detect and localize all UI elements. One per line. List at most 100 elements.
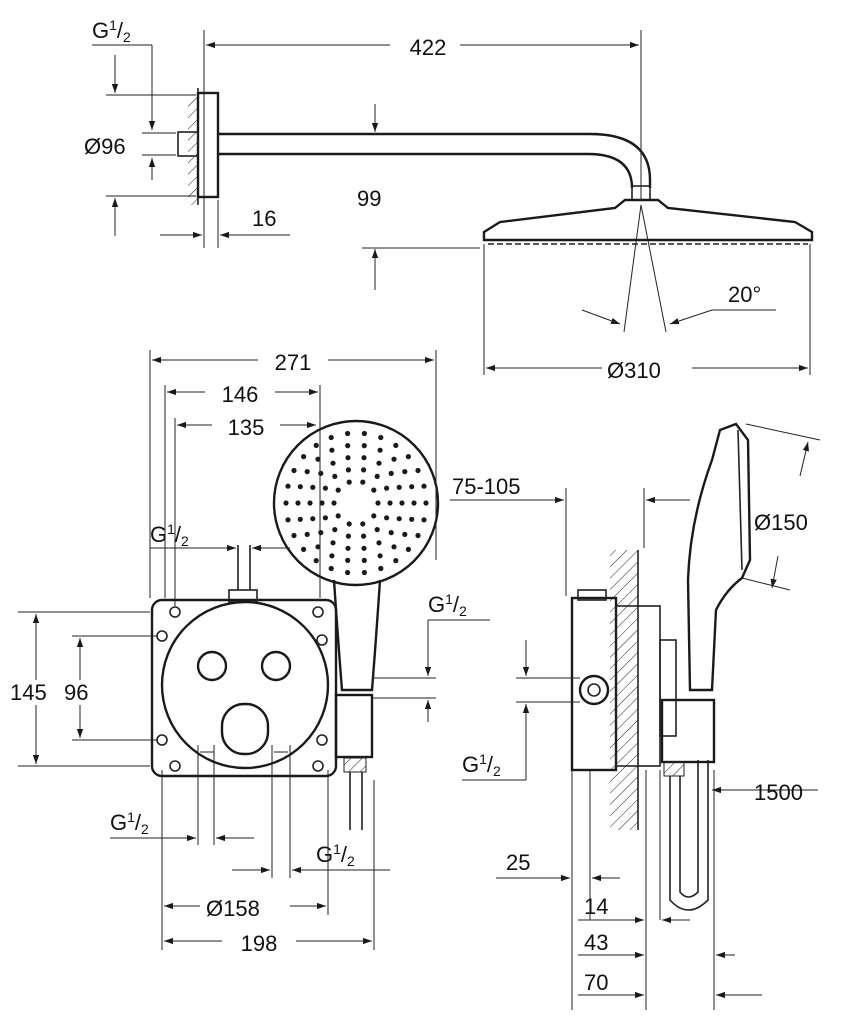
overhead-shower-view: 422 G1/2 Ø96 16 99 20° Ø310: [84, 17, 814, 383]
nozzle: [329, 447, 335, 453]
nozzle: [345, 557, 351, 564]
thread-label-bottom-right: G1/2: [316, 841, 355, 869]
nozzle: [345, 545, 351, 551]
nozzle: [313, 442, 319, 448]
thread-num: 1: [109, 17, 117, 33]
dim-271-label: 271: [275, 350, 312, 375]
dim-43-label: 43: [584, 930, 608, 955]
nozzle: [331, 500, 337, 506]
nozzle: [322, 485, 328, 491]
nozzle: [396, 516, 402, 522]
shower-head: [482, 198, 814, 242]
nozzle: [345, 467, 351, 473]
nozzle: [335, 487, 341, 493]
dim-70-label: 70: [584, 970, 608, 995]
nozzle: [335, 513, 341, 519]
temperature-knob: [220, 702, 270, 756]
spray-line-right: [640, 204, 667, 333]
nozzle: [377, 553, 383, 559]
installation-box: [150, 598, 338, 778]
dim-150-arrow-bottom: [770, 555, 779, 589]
dim-96-label: Ø96: [84, 134, 126, 159]
nozzle: [315, 544, 321, 550]
nozzle: [384, 515, 390, 521]
side-elbow: [660, 698, 716, 764]
side-hand-shower: [686, 422, 752, 692]
nozzle: [423, 500, 429, 506]
nozzle: [319, 500, 325, 506]
nozzle: [361, 533, 367, 539]
dim-150-arrow-top: [799, 441, 810, 477]
nozzle: [415, 532, 421, 539]
dim-99-label: 99: [357, 186, 381, 211]
dim-96f-label: 96: [64, 680, 88, 705]
dim-1500-label: 1500: [754, 780, 803, 805]
nozzle: [345, 455, 351, 461]
wall-flange: [196, 91, 220, 199]
nozzle: [378, 434, 384, 441]
shower-arm-bottom: [218, 152, 634, 189]
nozzle: [346, 479, 352, 485]
nozzle: [332, 527, 338, 533]
nozzle: [387, 500, 393, 506]
nozzle: [318, 470, 324, 476]
side-valve: [578, 674, 610, 706]
button-right: [260, 650, 292, 682]
nozzle: [301, 546, 307, 553]
nozzle: [345, 533, 351, 539]
nozzle: [328, 434, 334, 441]
nozzle: [371, 513, 377, 519]
thread-label-top: G1/2: [92, 17, 131, 45]
dim-310-label: Ø310: [607, 358, 661, 383]
ext-150-top: [745, 423, 821, 441]
nozzle: [330, 540, 336, 546]
nozzle: [297, 516, 303, 522]
nozzle: [361, 569, 367, 576]
nozzle: [313, 558, 319, 564]
side-hose-outer: [669, 760, 709, 911]
nozzle: [409, 516, 415, 522]
nozzle: [301, 454, 307, 460]
nozzle: [360, 479, 366, 485]
side-view: Ø150 75-105 G1/2 1500 25 14 43: [450, 422, 821, 1010]
nozzle: [310, 484, 316, 490]
nozzle: [402, 531, 408, 538]
nozzle: [291, 467, 297, 474]
dim-75-label: 75-105: [452, 474, 521, 499]
nozzle: [393, 558, 399, 564]
nozzle: [361, 545, 367, 551]
nozzle: [421, 517, 427, 523]
nozzle: [297, 484, 303, 490]
side-wall-hatch: [610, 550, 638, 830]
nozzle: [391, 544, 397, 550]
nozzle: [378, 565, 384, 572]
thread-g: G: [92, 18, 109, 43]
nozzle: [375, 500, 381, 506]
nozzle: [361, 455, 367, 461]
nozzle: [376, 460, 382, 466]
nozzle: [315, 456, 321, 462]
nozzle: [374, 473, 380, 479]
nozzle: [361, 443, 367, 449]
dim-198-label: 198: [241, 931, 278, 956]
spray-nozzles: [283, 430, 429, 576]
dim-145-label: 145: [10, 680, 47, 705]
nozzle: [409, 484, 415, 490]
thread-label-bottom-left: G1/2: [110, 809, 149, 837]
nozzle: [345, 569, 351, 576]
nozzle: [391, 456, 397, 462]
dim-158-label: Ø158: [206, 896, 260, 921]
nozzle: [388, 530, 394, 536]
dim-14-label: 14: [584, 894, 608, 919]
nozzle: [361, 467, 367, 473]
dim-25-label: 25: [506, 850, 530, 875]
nozzle: [396, 484, 402, 490]
dim-135-label: 135: [228, 415, 265, 440]
wall-outlet-elbow: [334, 693, 374, 759]
nozzle: [329, 553, 335, 559]
nozzle: [393, 442, 399, 448]
nozzle: [361, 557, 367, 564]
nozzle: [421, 483, 427, 489]
